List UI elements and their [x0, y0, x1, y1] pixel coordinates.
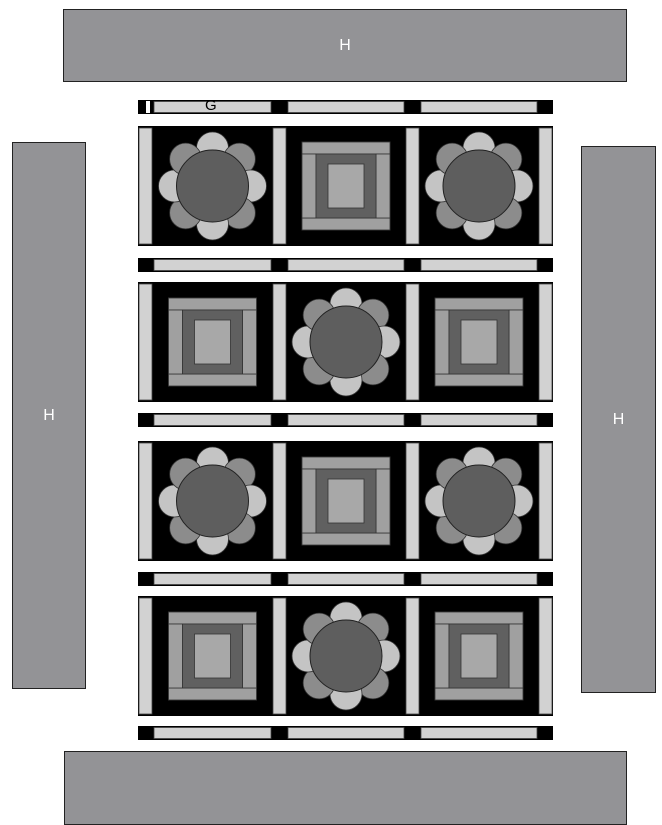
- log-cabin-block-center: [195, 320, 231, 364]
- flower-block-center: [310, 620, 382, 692]
- log-cabin-block-center: [461, 320, 497, 364]
- log-left: [302, 154, 316, 218]
- log-left: [435, 624, 449, 688]
- log-cabin-block-center: [328, 479, 364, 523]
- log-bottom: [302, 533, 390, 545]
- log-top: [169, 612, 257, 624]
- log-bottom: [169, 374, 257, 386]
- vertical-sashing: [539, 443, 552, 559]
- flower-block-center: [443, 150, 515, 222]
- log-bottom: [169, 688, 257, 700]
- log-cabin-block-center: [195, 634, 231, 678]
- sashing-mark: [146, 101, 150, 113]
- log-right: [243, 310, 257, 374]
- log-top: [435, 298, 523, 310]
- log-left: [302, 469, 316, 533]
- vertical-sashing: [139, 128, 152, 244]
- log-cabin-block-center: [461, 634, 497, 678]
- sashing-segment: [421, 415, 537, 426]
- log-right: [509, 310, 523, 374]
- log-left: [169, 310, 183, 374]
- log-bottom: [302, 218, 390, 230]
- sashing-segment: [288, 574, 404, 585]
- sashing-segment: [288, 260, 404, 271]
- vertical-sashing: [539, 598, 552, 714]
- log-top: [302, 142, 390, 154]
- vertical-sashing: [539, 128, 552, 244]
- sashing-label: G: [205, 97, 217, 114]
- flower-block-center: [177, 465, 249, 537]
- sashing-segment: [421, 574, 537, 585]
- vertical-sashing: [273, 598, 286, 714]
- flower-block-center: [177, 150, 249, 222]
- flower-block-center: [310, 306, 382, 378]
- log-top: [435, 612, 523, 624]
- sashing-segment: [154, 415, 271, 426]
- log-right: [376, 154, 390, 218]
- sashing-segment: [288, 102, 404, 113]
- log-top: [169, 298, 257, 310]
- log-left: [169, 624, 183, 688]
- log-left: [435, 310, 449, 374]
- vertical-sashing: [139, 598, 152, 714]
- sashing-segment: [421, 102, 537, 113]
- log-bottom: [435, 688, 523, 700]
- log-right: [243, 624, 257, 688]
- vertical-sashing: [273, 128, 286, 244]
- vertical-sashing: [273, 284, 286, 400]
- vertical-sashing: [139, 443, 152, 559]
- sashing-segment: [154, 260, 271, 271]
- vertical-sashing: [406, 598, 419, 714]
- log-right: [509, 624, 523, 688]
- sashing-segment: [421, 728, 537, 739]
- log-right: [376, 469, 390, 533]
- log-bottom: [435, 374, 523, 386]
- flower-block-center: [443, 465, 515, 537]
- sashing-segment: [288, 415, 404, 426]
- vertical-sashing: [406, 128, 419, 244]
- vertical-sashing: [139, 284, 152, 400]
- sashing-segment: [154, 574, 271, 585]
- log-cabin-block-center: [328, 164, 364, 208]
- sashing-segment: [154, 728, 271, 739]
- vertical-sashing: [406, 284, 419, 400]
- sashing-segment: [421, 260, 537, 271]
- vertical-sashing: [406, 443, 419, 559]
- vertical-sashing: [273, 443, 286, 559]
- sashing-segment: [288, 728, 404, 739]
- log-top: [302, 457, 390, 469]
- vertical-sashing: [539, 284, 552, 400]
